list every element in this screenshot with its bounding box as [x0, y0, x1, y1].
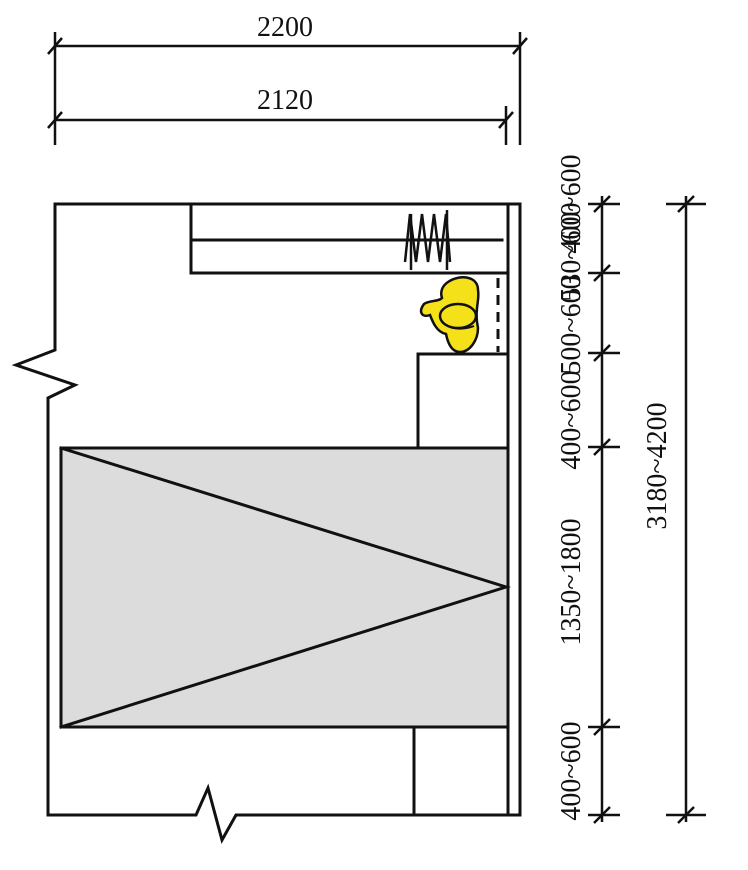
- dimension-inner-width: 2120: [47, 85, 514, 145]
- segment-1-label: 530~600: [556, 202, 587, 301]
- nightstand: [416, 352, 507, 449]
- toilet-icon: [419, 276, 480, 354]
- room-outline: [11, 202, 522, 844]
- segment-5-label: 400~600: [556, 721, 587, 820]
- dimension-overall-length: 3180~4200: [642, 195, 706, 824]
- dimension-overall-width: 2200: [47, 12, 528, 145]
- wardrobe: [189, 202, 510, 275]
- bed: [59, 446, 512, 729]
- segment-3-label: 400~600: [556, 370, 587, 469]
- overall-width-label: 2200: [257, 12, 313, 43]
- segment-1-top-label: 400~600: [556, 154, 587, 253]
- dimension-chain-segments: 400~600 530~600 500~600 400~600 1350~180…: [556, 154, 620, 824]
- segment-4-label: 1350~1800: [556, 518, 587, 645]
- inner-width-label: 2120: [257, 85, 313, 116]
- segment-2-label: 500~600: [556, 275, 587, 374]
- overall-length-label: 3180~4200: [642, 402, 673, 529]
